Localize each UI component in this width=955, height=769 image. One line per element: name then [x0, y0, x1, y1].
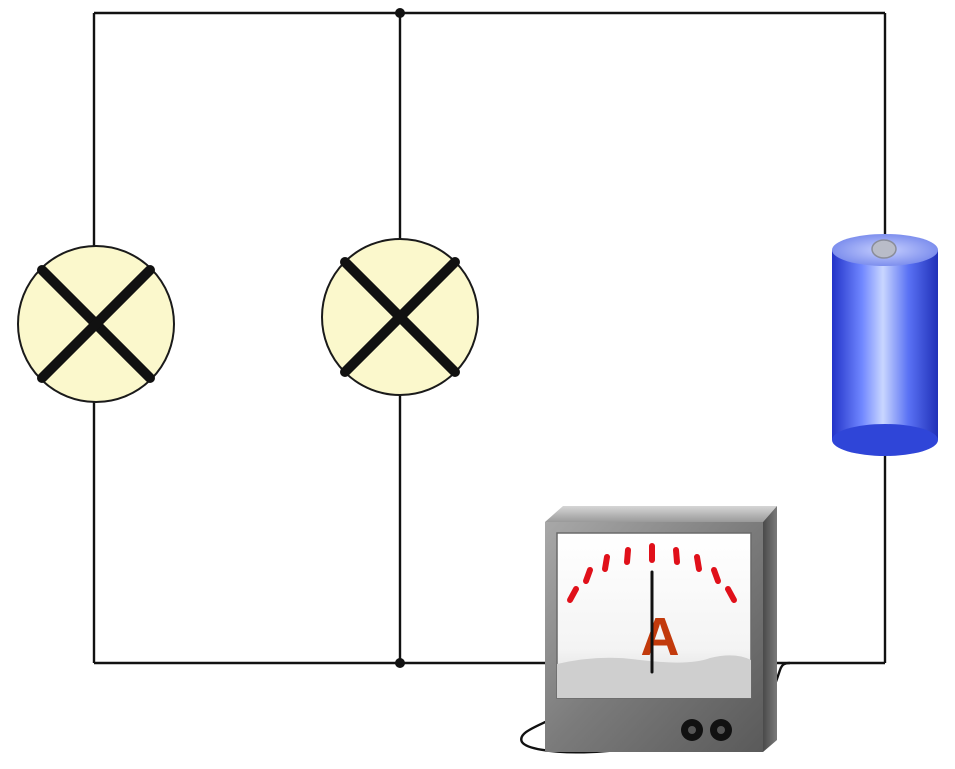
battery-terminal — [871, 239, 897, 259]
ammeter-case-side — [763, 506, 777, 752]
scale-tick — [583, 567, 593, 584]
scale-tick — [567, 586, 579, 603]
ammeter-symbol: A — [641, 607, 680, 667]
battery-body — [832, 250, 938, 440]
scale-tick — [673, 547, 680, 565]
scale-tick — [725, 586, 737, 603]
ammeter: A — [520, 506, 791, 754]
ammeter-case-top — [545, 506, 777, 522]
scale-tick — [694, 554, 702, 572]
scale-tick — [711, 567, 721, 584]
ammeter-terminal — [688, 726, 696, 734]
ammeter-scale — [567, 543, 737, 603]
ammeter-terminals — [681, 719, 732, 741]
battery-bottom-cap — [832, 424, 938, 456]
left-lamp-filament — [37, 265, 155, 383]
left-lamp — [17, 245, 175, 403]
bottom-junction-dot — [395, 658, 405, 668]
scale-tick — [624, 547, 631, 565]
battery — [832, 234, 938, 456]
scale-tick — [602, 554, 610, 572]
ammeter-dial-shade — [557, 655, 751, 698]
middle-lamp-filament — [340, 257, 460, 377]
ammeter-terminal — [717, 726, 725, 734]
middle-lamp — [321, 238, 479, 396]
top-junction-dot — [395, 8, 405, 18]
